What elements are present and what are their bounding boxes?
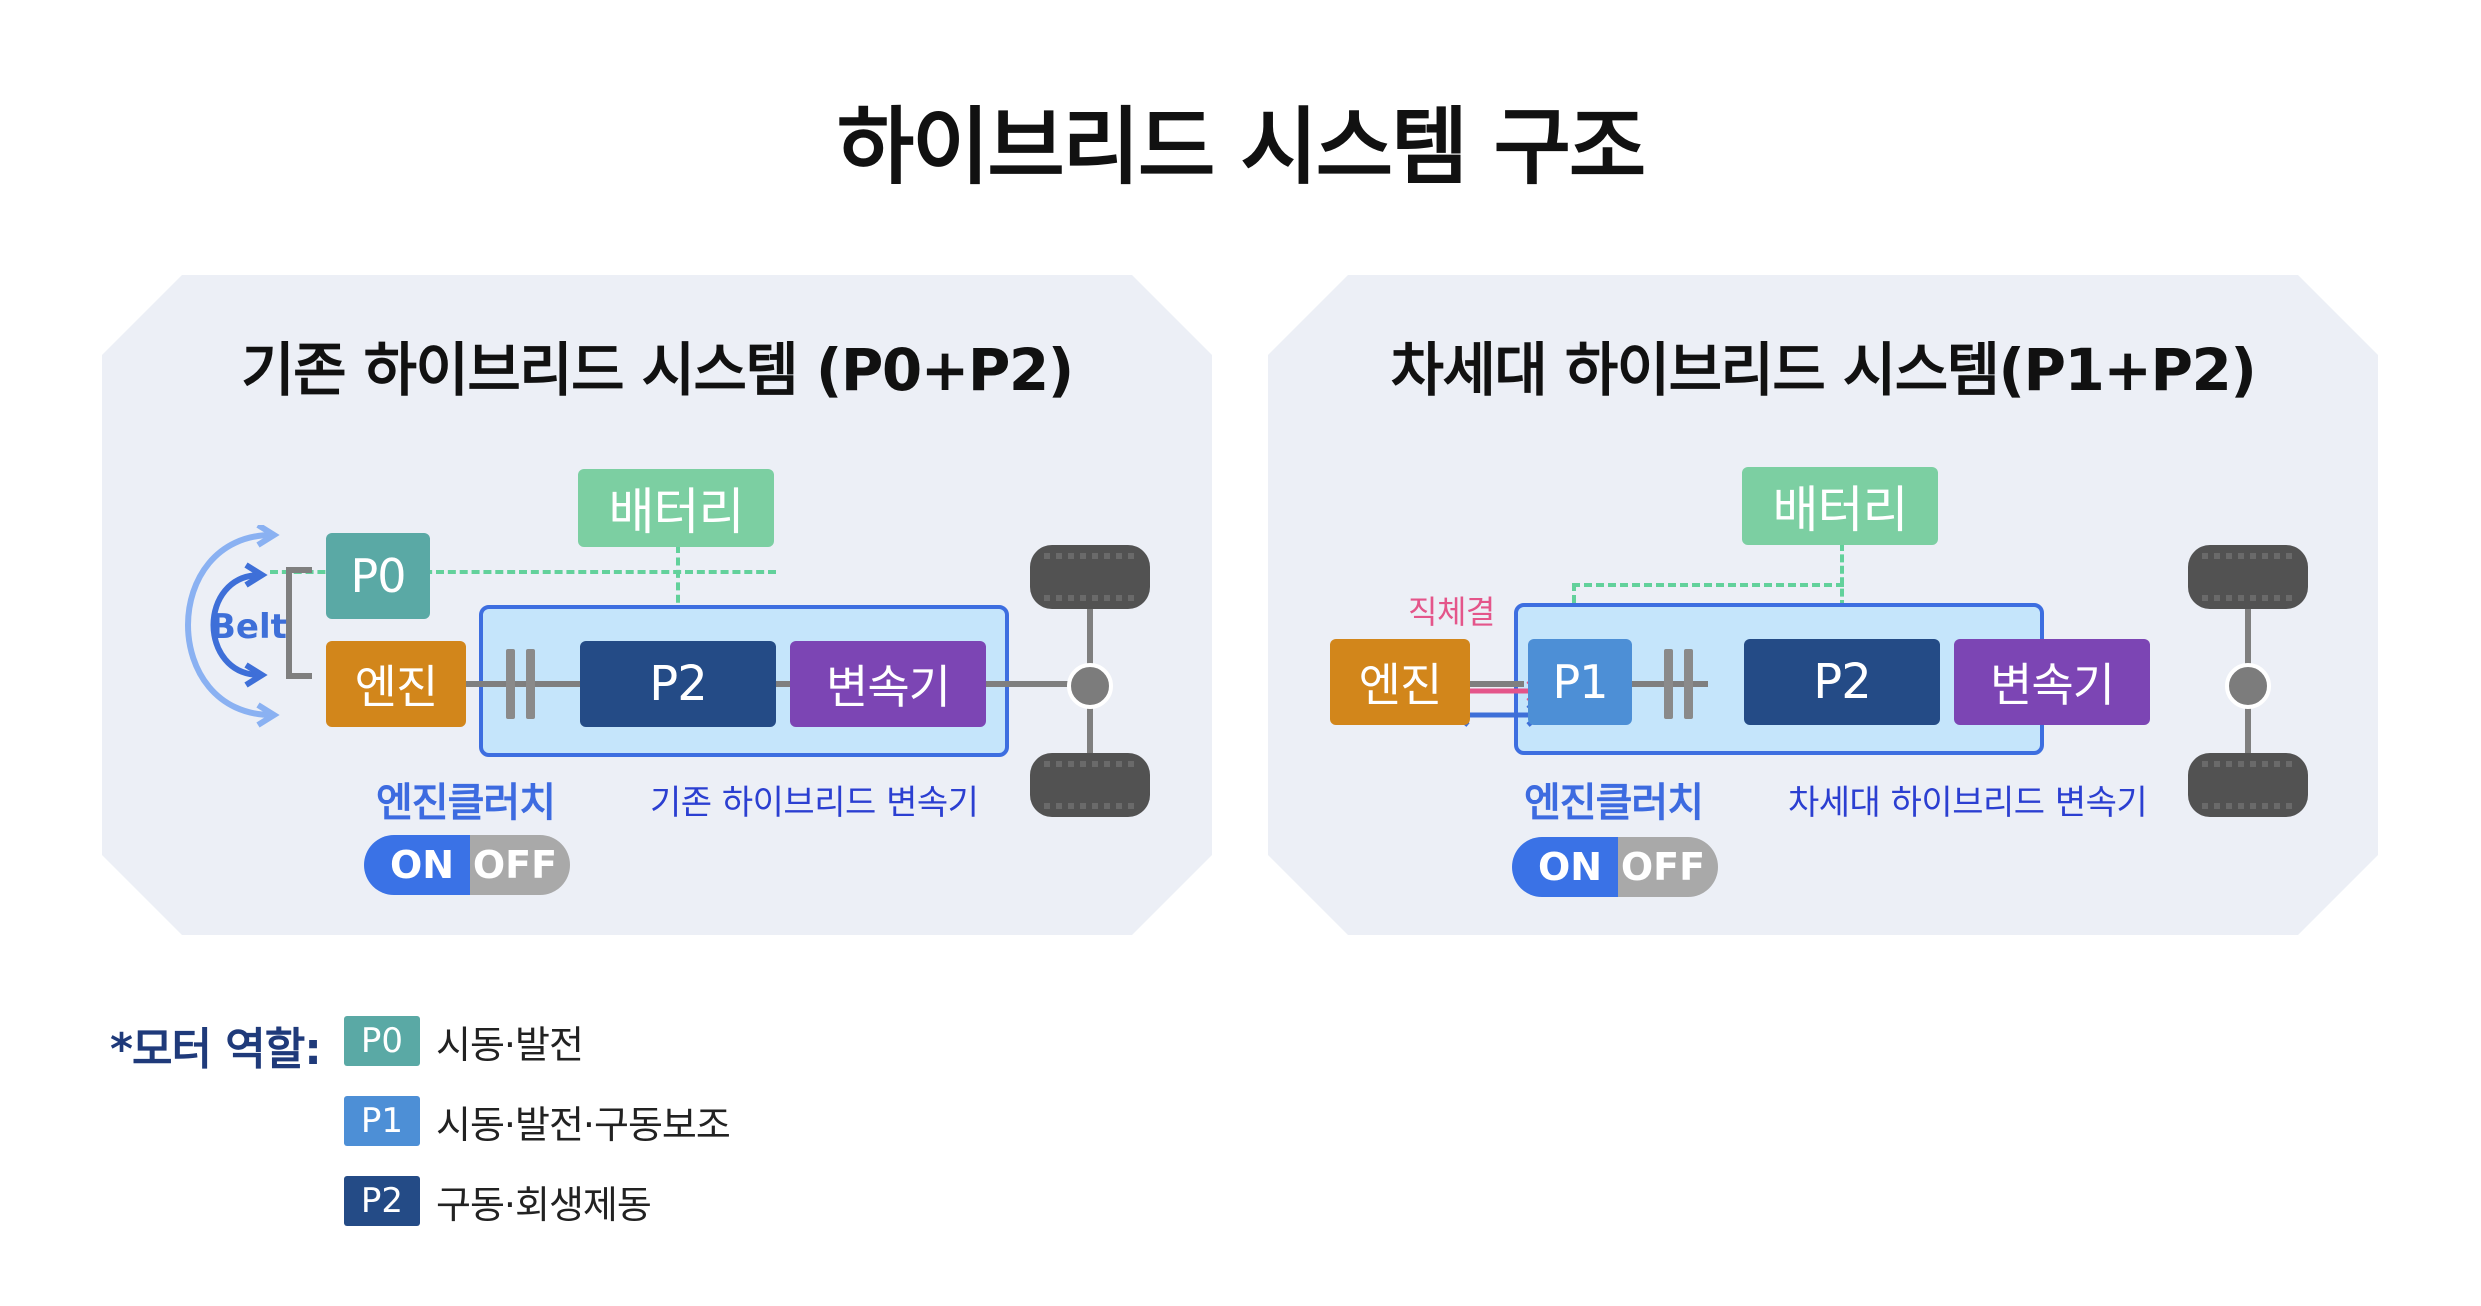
drive-shaft [1458,681,1524,687]
battery-p0-link [270,570,776,574]
conventional-hybrid-panel: 기존 하이브리드 시스템 (P0+P2) Belt 배터리 P0 엔진 P2 변… [102,275,1212,935]
legend-item-p2: P2 구동·회생제동 [344,1176,652,1227]
panel-title: 기존 하이브리드 시스템 (P0+P2) [241,336,1074,404]
clutch-plate [526,649,535,719]
toggle-on: ON [364,835,470,895]
drive-shaft [772,681,792,687]
toggle-off: OFF [1618,837,1718,897]
tire-icon [2188,545,2308,609]
panel-title: 차세대 하이브리드 시스템(P1+P2) [1390,336,2257,404]
battery-p1-link [1572,583,1844,587]
transmission-unit: 변속기 [790,641,986,727]
clutch-plate [1684,649,1693,719]
legend-text: 시동·발전·구동보조 [436,1102,731,1147]
wheel-hub-icon [2225,663,2271,709]
belt-link-top [286,567,312,573]
tire-icon [2188,753,2308,817]
p0-motor-box: P0 [326,533,430,619]
engine-clutch-label: 엔진클러치 [1524,780,1704,826]
engine-clutch-toggle: ON OFF [364,835,570,895]
transmission-unit: 변속기 [1954,639,2150,725]
legend-item-p1: P1 시동·발전·구동보조 [344,1096,731,1147]
toggle-on: ON [1512,837,1618,897]
transmission-label: 차세대 하이브리드 변속기 [1788,783,2148,823]
belt-label: Belt [210,607,287,647]
belt-link-vertical [286,567,292,679]
legend-chip-p1: P1 [344,1096,420,1146]
tire-icon [1030,545,1150,609]
tire-icon [1030,753,1150,817]
battery-box: 배터리 [578,469,774,547]
belt-link-bottom [286,673,312,679]
main-title: 하이브리드 시스템 구조 [836,98,1646,196]
drive-shaft [982,681,1082,687]
legend-heading: *모터 역할: [110,1024,322,1075]
legend-text: 시동·발전 [436,1022,584,1067]
wheel-hub-icon [1067,663,1113,709]
wheel-axle [1030,545,1150,825]
direct-link-label: 직체결 [1408,593,1495,631]
legend-text: 구동·회생제동 [436,1182,652,1227]
legend-chip-p2: P2 [344,1176,420,1226]
wheel-axle [2188,545,2308,825]
belt-arrows [185,525,280,728]
clutch-plate [1664,649,1673,719]
engine-box: 엔진 [326,641,466,727]
next-gen-hybrid-panel: 차세대 하이브리드 시스템(P1+P2) 직체결 배터리 엔진 P1 P2 변속… [1268,275,2378,935]
battery-box: 배터리 [1742,467,1938,545]
p2-motor-box: P2 [1744,639,1940,725]
engine-clutch-toggle: ON OFF [1512,837,1718,897]
p1-motor-box: P1 [1528,639,1632,725]
legend-item-p0: P0 시동·발전 [344,1016,584,1067]
engine-box: 엔진 [1330,639,1470,725]
legend-chip-p0: P0 [344,1016,420,1066]
p2-motor-box: P2 [580,641,776,727]
toggle-off: OFF [470,835,570,895]
drive-shaft [458,681,638,687]
clutch-plate [506,649,515,719]
transmission-label: 기존 하이브리드 변속기 [650,783,979,823]
engine-clutch-label: 엔진클러치 [376,780,556,826]
